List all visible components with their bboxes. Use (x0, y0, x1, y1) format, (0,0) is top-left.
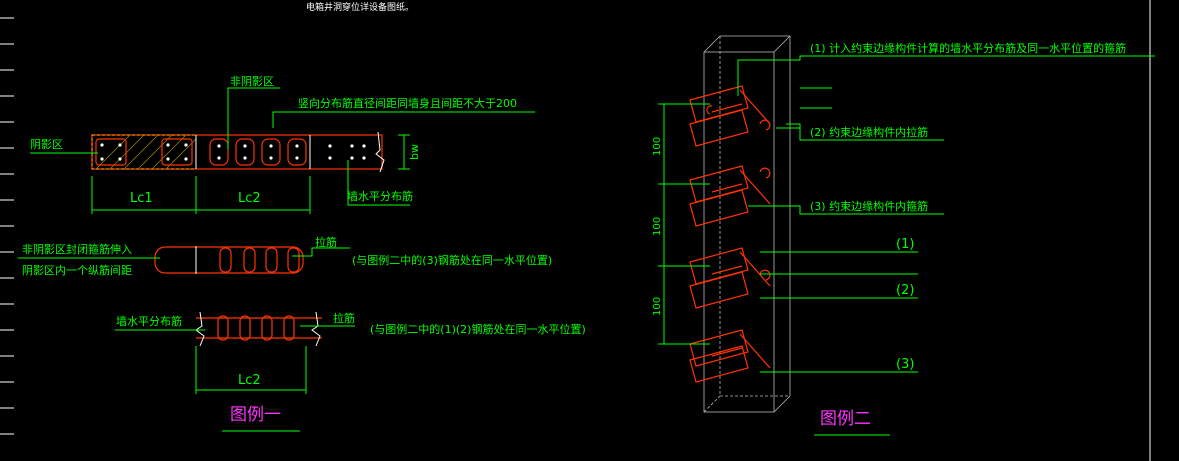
stirrup-ties (219, 247, 300, 273)
shadow-hatch (95, 134, 197, 170)
label-closed-line1: 非阴影区封闭箍筋伸入 (22, 242, 132, 256)
legend2-title: 图例二 (820, 409, 871, 429)
legend1-tie-strip: 墙水平分布筋 拉筋 (与图例二中的(1)(2)钢筋处在同一水平位置) Lc2 (115, 311, 586, 394)
mark-3: (3) (896, 357, 914, 372)
callout-2: (2) 约束边缘构件内拉筋 (810, 125, 928, 139)
label-tie-b: 拉筋 (333, 311, 355, 325)
iso-stirrup-4 (689, 329, 771, 383)
legend2-column: 100 100 100 (1) 计入约束边缘构件计算的墙水平分布筋及同一水平位置… (652, 35, 1155, 413)
label-horizontal: 墙水平分布筋 (347, 189, 413, 203)
label-lc2-bottom: Lc2 (238, 373, 261, 388)
callout-leaders (737, 55, 1155, 373)
header-note: 电箱井洞穿位详设备图纸。 (306, 1, 414, 13)
dim-100-a: 100 (652, 137, 663, 156)
left-ruler-ticks (0, 17, 14, 435)
iso-stirrup-2 (689, 165, 771, 227)
label-lc2: Lc2 (238, 191, 261, 206)
break-line (375, 131, 385, 173)
iso-stirrup-1 (689, 85, 771, 147)
label-tie-a: 拉筋 (315, 235, 337, 249)
note-a: (与图例二中的(3)钢筋处在同一水平位置) (352, 253, 552, 267)
leader-horizontal (347, 160, 410, 206)
note-b: (与图例二中的(1)(2)钢筋处在同一水平位置) (370, 322, 586, 336)
legend1-plan-section: bw Lc1 Lc2 阴影区 非阴影区 竖向分布筋直径间距同墙身且间距不大于20… (30, 75, 535, 214)
stirrups-non-shadow (209, 138, 307, 166)
leader-vertical (272, 111, 535, 128)
stirrup-shadow-b (161, 138, 193, 166)
label-lc1: Lc1 (130, 191, 153, 206)
label-shadow: 阴影区 (30, 138, 63, 151)
strip-break-left (195, 311, 205, 347)
label-bw: bw (408, 144, 421, 160)
callout-1: (1) 计入约束边缘构件计算的墙水平分布筋及同一水平位置的箍筋 (810, 41, 1126, 55)
lc-dimension (91, 176, 311, 214)
leader-tie-a (292, 247, 350, 257)
legend1-closed-stirrup: 非阴影区封闭箍筋伸入 阴影区内一个纵筋间距 拉筋 (与图例二中的(3)钢筋处在同… (18, 235, 552, 277)
iso-stirrup-3 (689, 247, 771, 309)
leader-non-shadow (227, 87, 280, 150)
lc2-bottom-dimension (195, 346, 307, 394)
dim-100-b: 100 (652, 217, 663, 236)
label-wall-horizontal: 墙水平分布筋 (116, 314, 182, 328)
closed-stirrup (154, 246, 304, 274)
legend1-title: 图例一 (230, 405, 281, 425)
mark-2: (2) (896, 283, 914, 298)
callout-3: (3) 约束边缘构件内箍筋 (810, 199, 928, 213)
strip-break-right (311, 311, 321, 347)
rebar-dots (100, 143, 366, 161)
label-vertical: 竖向分布筋直径间距同墙身且间距不大于200 (298, 96, 517, 110)
label-closed-line2: 阴影区内一个纵筋间距 (22, 263, 132, 277)
left-dimension-chain (658, 103, 710, 345)
strip-ties (217, 315, 295, 341)
dim-100-c: 100 (652, 297, 663, 316)
shadow-zone (91, 134, 197, 170)
label-non-shadow: 非阴影区 (230, 75, 274, 88)
stirrup-shadow-a (95, 138, 127, 166)
wall-outline (91, 134, 383, 170)
mark-1: (1) (896, 237, 914, 252)
